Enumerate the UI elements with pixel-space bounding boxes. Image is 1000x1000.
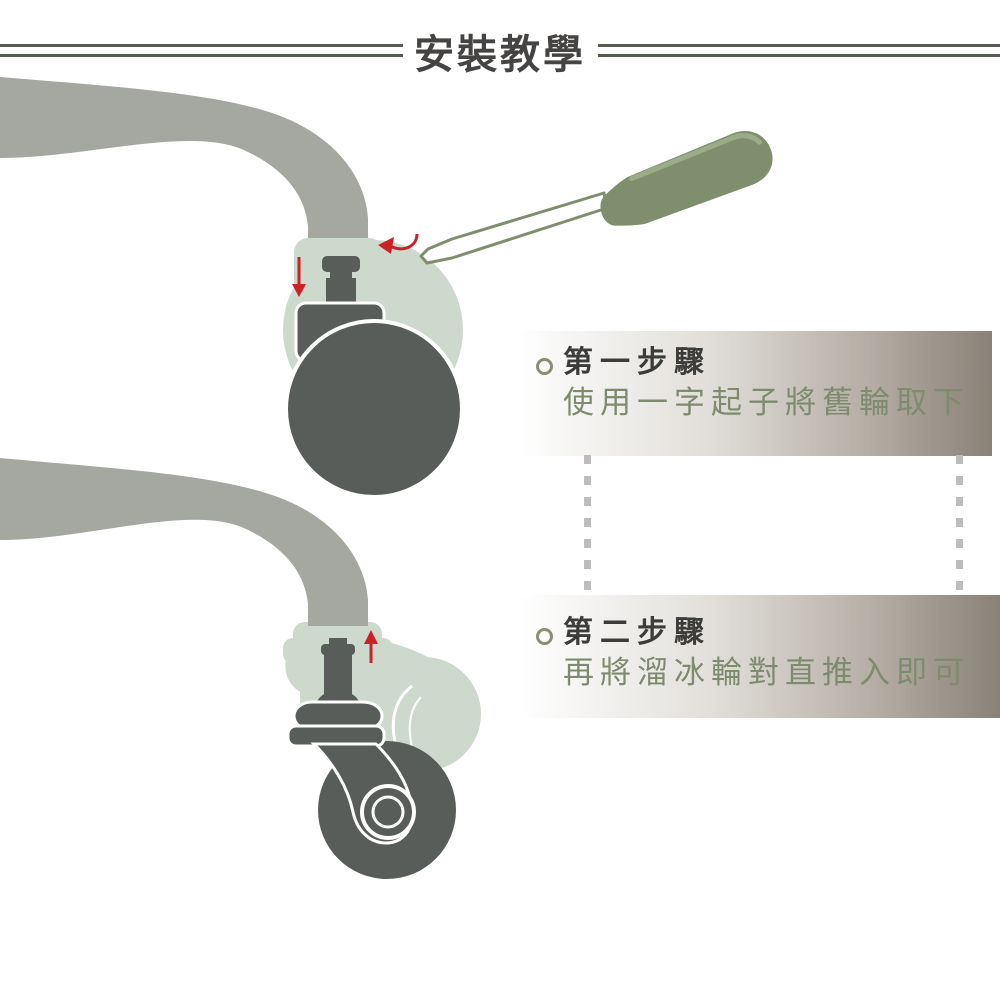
chair-leg (0, 458, 368, 626)
screwdriver-handle-highlight (629, 133, 762, 182)
screwdriver-handle (600, 131, 773, 226)
step1-gradient-band (515, 331, 992, 456)
push-up-arrow (364, 630, 378, 663)
header-double-rule-right (598, 44, 1000, 57)
step2-title: 第二步驟 (563, 616, 711, 649)
dashed-connector-right (956, 455, 963, 597)
caster-housing-dome (293, 622, 382, 648)
step2-bullet-ring (536, 628, 553, 645)
step1-block: 第一步驟 使用一字起子將舊輪取下 (536, 346, 970, 420)
page-title: 安裝教學 (414, 33, 586, 77)
old-wheel (284, 319, 464, 499)
wheel-hub (360, 784, 416, 840)
step2-gradient-band (520, 595, 1000, 718)
illustration-step1-remove-old-wheel (0, 77, 773, 499)
chair-leg (0, 77, 368, 252)
illustration-step2-insert-skate-wheel (0, 458, 481, 879)
screwdriver-shaft (419, 191, 609, 265)
step1-description: 使用一字起子將舊輪取下 (563, 385, 970, 420)
flathead-screwdriver (419, 131, 773, 265)
pry-curl-arrow (378, 233, 419, 254)
dashed-connector-left (584, 455, 591, 597)
step2-description: 再將溜冰輪對直推入即可 (563, 655, 970, 690)
step1-title: 第一步驟 (563, 346, 711, 379)
header-double-rule-left (0, 44, 403, 57)
pull-down-arrow (292, 257, 306, 297)
step1-bullet-ring (536, 358, 553, 375)
step2-block: 第二步驟 再將溜冰輪對直推入即可 (536, 616, 970, 690)
